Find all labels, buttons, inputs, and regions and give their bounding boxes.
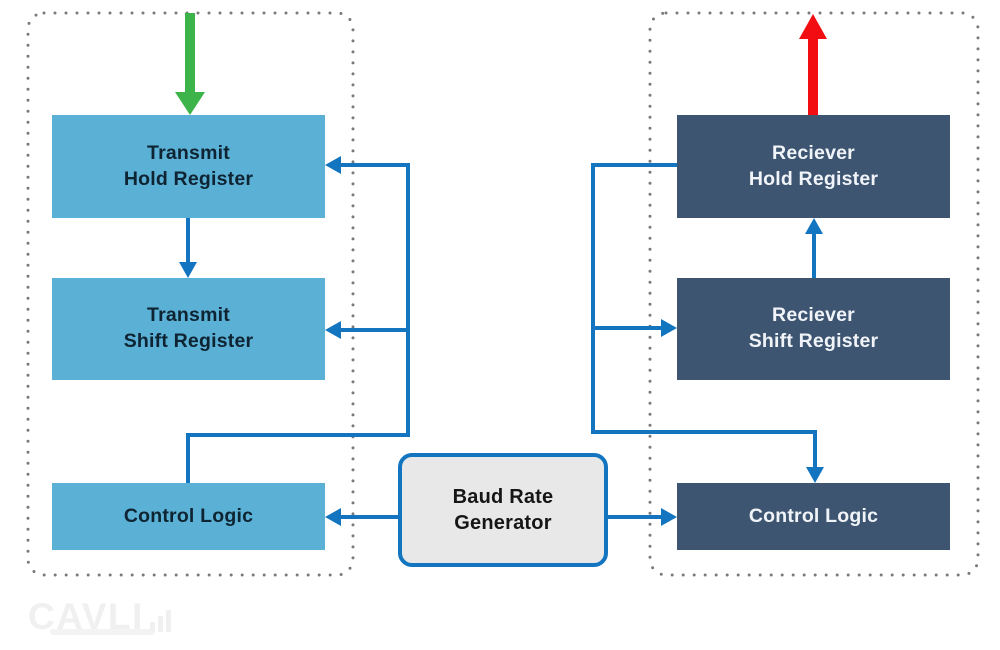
transmit-shift-register-block: Transmit Shift Register: [52, 278, 325, 380]
receive-hold-tap-line: [591, 163, 677, 167]
receive-hold-register-block: Reciever Hold Register: [677, 115, 950, 218]
receive-bus-to-shift-line: [591, 326, 661, 330]
transmit-shift-register-label: Transmit Shift Register: [123, 304, 254, 352]
transmit-input-arrowhead-icon: [175, 92, 205, 115]
transmit-control-logic-label: Control Logic: [123, 504, 254, 527]
arrowhead-into-receive-control-icon: [806, 467, 824, 483]
receive-shift-register-label: Reciever Shift Register: [748, 304, 879, 352]
transmit-hold-to-shift-line: [186, 218, 190, 262]
arrowhead-into-transmit-control-icon: [325, 508, 341, 526]
receive-shift-register-block: Reciever Shift Register: [677, 278, 950, 380]
arrowhead-shift-to-hold-icon: [805, 218, 823, 234]
baud-rate-generator-label: Baud Rate Generator: [452, 485, 554, 534]
receiver-group-border: [648, 11, 980, 577]
receive-output-arrow-icon: [808, 39, 818, 115]
transmit-input-arrow-icon: [185, 13, 195, 92]
generator-to-transmit-control-line: [341, 515, 398, 519]
arrowhead-hold-to-shift-icon: [179, 262, 197, 278]
receive-bus-vertical-line: [591, 163, 595, 434]
receive-hold-register-label: Reciever Hold Register: [748, 141, 879, 190]
brand-watermark-tagline: [50, 629, 155, 635]
receive-control-logic-label: Control Logic: [748, 504, 879, 527]
arrowhead-into-receive-control-icon2: [661, 508, 677, 526]
transmit-bus-horizontal-line: [186, 433, 410, 437]
receive-control-drop-line: [813, 430, 817, 467]
receive-bus-horizontal-line: [591, 430, 817, 434]
arrowhead-into-transmit-shift-icon: [325, 321, 341, 339]
generator-to-receive-control-line: [608, 515, 661, 519]
transmit-bus-to-shift-line: [341, 328, 410, 332]
receive-control-logic-block: Control Logic: [677, 483, 950, 550]
transmit-control-riser-line: [186, 433, 190, 483]
transmit-control-logic-block: Control Logic: [52, 483, 325, 550]
baud-rate-generator-block: Baud Rate Generator: [398, 453, 608, 567]
transmit-bus-vertical-line: [406, 163, 410, 437]
transmit-hold-register-label: Transmit Hold Register: [123, 141, 254, 190]
arrowhead-into-receive-shift-icon: [661, 319, 677, 337]
transmitter-group-border: [26, 11, 355, 577]
signal-bars-icon: [149, 610, 171, 638]
receive-output-arrowhead-icon: [799, 14, 827, 39]
transmit-hold-register-block: Transmit Hold Register: [52, 115, 325, 218]
transmit-bus-to-hold-line: [341, 163, 410, 167]
arrowhead-into-transmit-hold-icon: [325, 156, 341, 174]
receive-shift-to-hold-line: [812, 234, 816, 278]
